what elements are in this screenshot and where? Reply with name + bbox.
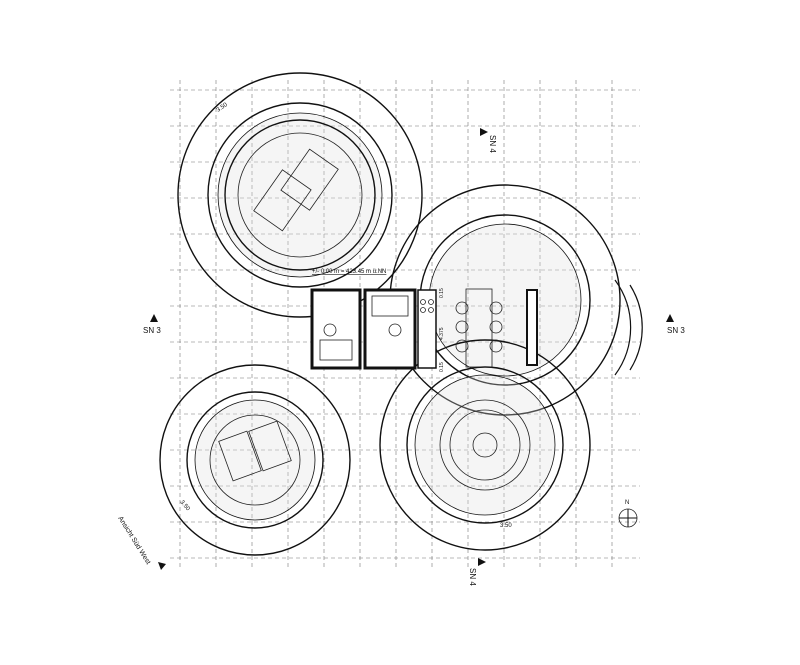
sanitary-core — [310, 288, 417, 370]
dimension-table-top: 0.15 — [439, 288, 445, 298]
lobe-bottom-right — [379, 339, 591, 551]
dimension-table-bottom: 0.15 — [439, 362, 445, 372]
section-mark-top: SN 4 — [488, 135, 497, 153]
dimension-table-length: 4.375 — [439, 327, 445, 340]
north-arrow-icon: N — [618, 500, 638, 528]
section-mark-left: SN 3 — [143, 326, 161, 335]
section-mark-bottom: SN 4 — [468, 568, 477, 586]
beds — [253, 148, 339, 232]
dining-table — [455, 288, 503, 368]
lobe-top-left — [177, 72, 423, 318]
dimension-top-left: 3.50 — [216, 102, 230, 114]
kitchen-counter — [417, 289, 437, 369]
dimension-bottom-left: 3.50 — [178, 499, 191, 512]
section-mark-right: SN 3 — [667, 326, 685, 335]
view-label: Ansicht Süd West — [116, 515, 151, 565]
entrance-canopy — [614, 279, 632, 376]
sideboard — [526, 289, 538, 366]
view-arrow-icon — [158, 562, 166, 570]
lobe-bottom-left — [159, 364, 351, 556]
elevation-note: +/- 0.00 m = 423.45 m ü.NN — [312, 269, 386, 275]
north-label: N — [625, 500, 629, 506]
dimension-bottom-right: 3.50 — [500, 523, 512, 529]
